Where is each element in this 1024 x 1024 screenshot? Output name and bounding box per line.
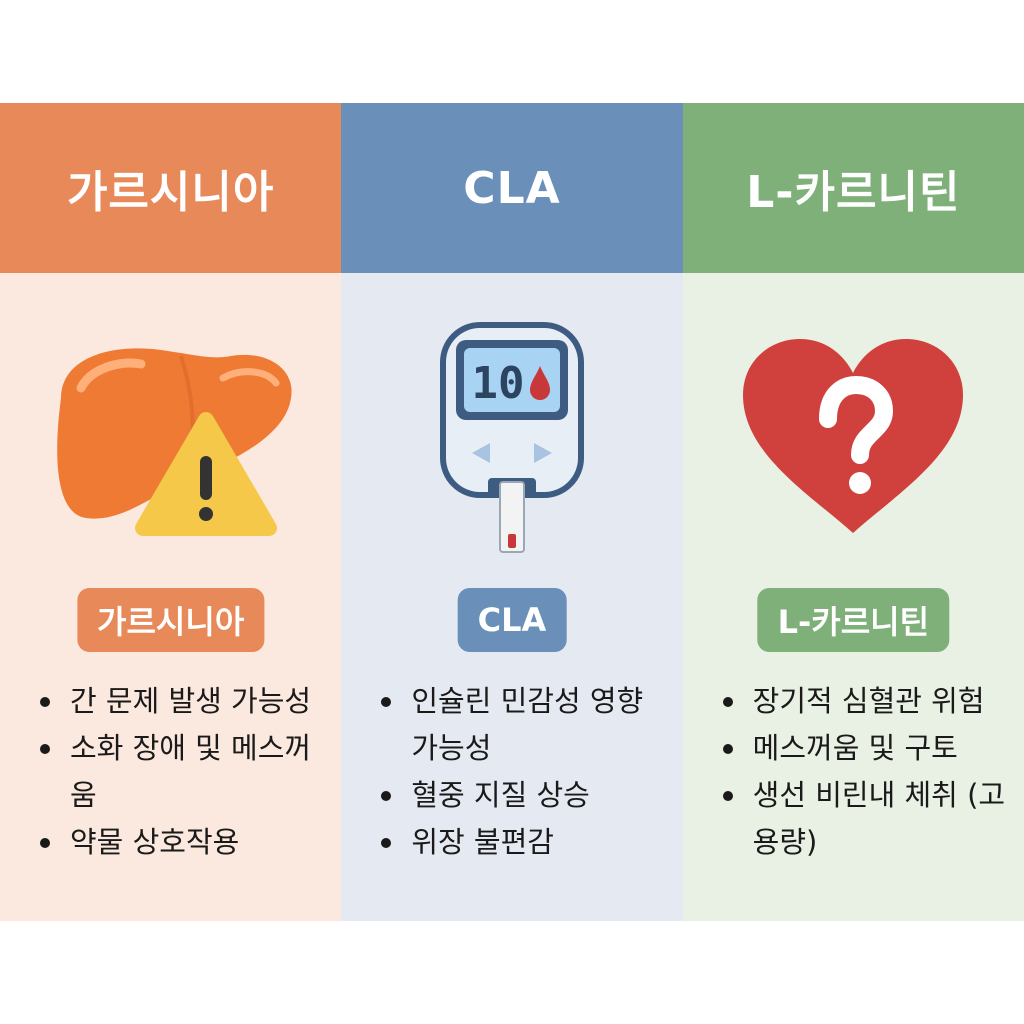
liver-warning-icon bbox=[0, 313, 341, 563]
bullet-list: 간 문제 발생 가능성 소화 장애 및 메스꺼움 약물 상호작용 bbox=[36, 678, 327, 866]
heart-question-icon bbox=[683, 313, 1024, 563]
column-header: L-카르니틴 bbox=[682, 103, 1024, 273]
bullet-item: 장기적 심혈관 위험 bbox=[719, 678, 1010, 725]
bullet-list: 장기적 심혈관 위험 메스꺼움 및 구토 생선 비린내 체취 (고용량) bbox=[719, 678, 1010, 866]
meter-reading: 10 bbox=[471, 358, 524, 409]
column-header: 가르시니아 bbox=[0, 103, 342, 273]
bullet-item: 생선 비린내 체취 (고용량) bbox=[719, 772, 1010, 866]
bullet-item: 위장 불편감 bbox=[377, 819, 668, 866]
column-pill: 가르시니아 bbox=[77, 588, 265, 652]
column-header: CLA bbox=[341, 103, 683, 273]
bullet-item: 메스꺼움 및 구토 bbox=[719, 725, 1010, 772]
comparison-board: 가르시니아 가르시니아 간 문제 발생 가능성 소화 장애 및 메스꺼움 약물 … bbox=[0, 103, 1024, 921]
glucose-meter-icon: 10 bbox=[341, 313, 682, 563]
column-l-carnitine: L-카르니틴 L-카르니틴 장기적 심혈관 위험 메스꺼움 및 구토 생선 비린… bbox=[682, 103, 1024, 921]
column-cla: CLA 10 CLA 인슐린 민감성 영향 bbox=[341, 103, 683, 921]
bullet-item: 간 문제 발생 가능성 bbox=[36, 678, 327, 725]
bullet-item: 혈중 지질 상승 bbox=[377, 772, 668, 819]
bullet-item: 소화 장애 및 메스꺼움 bbox=[36, 725, 327, 819]
bullet-list: 인슐린 민감성 영향 가능성 혈중 지질 상승 위장 불편감 bbox=[377, 678, 668, 866]
column-garcinia: 가르시니아 가르시니아 간 문제 발생 가능성 소화 장애 및 메스꺼움 약물 … bbox=[0, 103, 342, 921]
bullet-item: 약물 상호작용 bbox=[36, 819, 327, 866]
column-pill: L-카르니틴 bbox=[757, 588, 950, 652]
bullet-item: 인슐린 민감성 영향 가능성 bbox=[377, 678, 668, 772]
column-body: 가르시니아 간 문제 발생 가능성 소화 장애 및 메스꺼움 약물 상호작용 bbox=[0, 273, 342, 921]
column-pill: CLA bbox=[457, 588, 567, 652]
column-body: 10 CLA 인슐린 민감성 영향 가능성 혈중 지질 상승 위장 불편감 bbox=[341, 273, 683, 921]
column-body: L-카르니틴 장기적 심혈관 위험 메스꺼움 및 구토 생선 비린내 체취 (고… bbox=[682, 273, 1024, 921]
